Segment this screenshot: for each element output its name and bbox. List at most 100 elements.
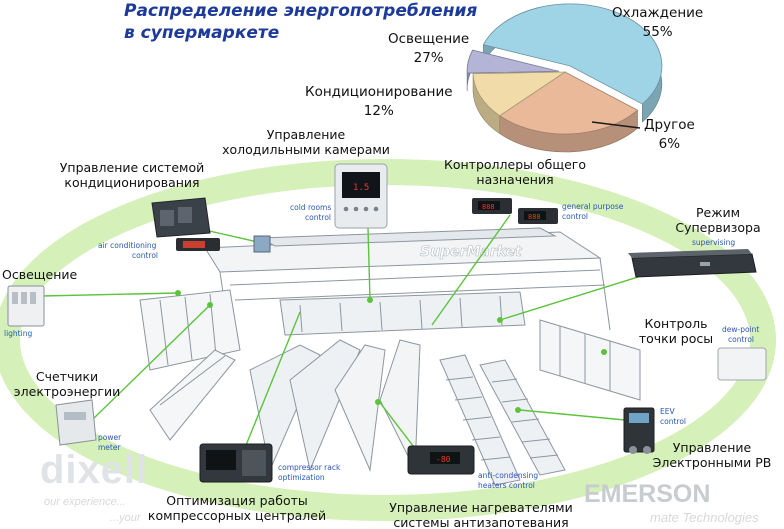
dew-tag-line2: control: [728, 335, 754, 344]
pie-label-other: Другое 6%: [644, 116, 695, 154]
pie-label-ac-value: 12%: [363, 103, 394, 119]
label-supervisor: Режим Супервизора: [660, 205, 776, 235]
label-heaters-line2: системы антизапотевания: [393, 515, 569, 529]
dot-dew: [601, 349, 607, 355]
pie-label-cooling-name: Охлаждение: [612, 5, 704, 21]
heaters-tag-line1: anti-condensing: [478, 471, 538, 480]
label-lighting-line1: Освещение: [2, 267, 78, 282]
pie-pointer-other: [591, 121, 641, 129]
link-supervisor: [499, 276, 639, 321]
svg-text:888: 888: [482, 203, 495, 211]
dew-point-device: [717, 347, 767, 381]
pie-label-lighting-value: 27%: [413, 50, 444, 66]
pie-slice-cooling: [482, 3, 663, 105]
dew-tag-line1: dew-point: [722, 325, 759, 334]
label-energy-meters-line1: Счетчики: [35, 369, 99, 384]
supervising-tag: supervising: [692, 238, 735, 247]
store-sign: SuperMarket: [420, 244, 523, 260]
label-dew-point: Контроль точки росы: [626, 316, 726, 346]
power-tag-line2: meter: [98, 443, 121, 452]
link-eev: [519, 409, 626, 421]
dot-meter: [207, 302, 213, 308]
eev-device: [623, 407, 655, 454]
connection-dots: [175, 290, 607, 413]
compressor-device: [199, 443, 273, 483]
label-cold-rooms-line1: Управление: [266, 127, 346, 142]
label-supervisor-line2: Супервизора: [675, 220, 761, 235]
label-lighting: Освещение: [2, 267, 77, 282]
heaters-device: -80: [407, 445, 475, 475]
label-general-controllers-line2: назначения: [476, 172, 554, 187]
link-lighting: [41, 292, 179, 297]
label-compressor-line1: Оптимизация работы: [166, 493, 308, 508]
diagram-title: Распределение энергопотребления в суперм…: [124, 0, 477, 44]
label-ac-control-line1: Управление системой: [59, 160, 205, 175]
label-dew-point-line2: точки росы: [638, 331, 714, 346]
label-compressor-line2: компрессорных централей: [147, 508, 327, 523]
supervisor-device: [628, 249, 757, 278]
label-ac-control-line2: кондиционирования: [64, 175, 200, 190]
label-heaters: Управление нагревателями системы антизап…: [380, 500, 582, 529]
compressor-tag-line1: compressor rack: [278, 463, 341, 472]
svg-text:888: 888: [528, 213, 541, 221]
label-general-controllers-line1: Контроллеры общего: [443, 157, 587, 172]
label-eev-control-line1: Управление: [672, 440, 752, 455]
label-ac-control: Управление системой кондиционирования: [36, 160, 228, 190]
pie-slice-other: [466, 49, 560, 74]
dixell-logo: dixell: [40, 448, 149, 492]
link-meter: [91, 304, 211, 421]
svg-text:1.5: 1.5: [353, 183, 369, 193]
pie-label-other-name: Другое: [644, 117, 695, 133]
label-energy-meters: Счетчики электроэнергии: [2, 369, 132, 399]
power-tag-line1: power: [98, 433, 122, 442]
label-general-controllers: Контроллеры общего назначения: [430, 157, 600, 187]
dot-eev: [515, 407, 521, 413]
emerson-slogan: mate Technologies: [650, 510, 759, 525]
ac-tag-line1: air conditioning: [98, 241, 157, 250]
pie-label-cooling: Охлаждение 55%: [612, 4, 703, 42]
link-compressor: [239, 311, 301, 461]
power-meter-device: [55, 399, 97, 446]
link-ac: [204, 229, 263, 244]
connector-lines: [41, 214, 639, 461]
cold-rooms-tag-line1: cold rooms: [290, 203, 331, 212]
cold-rooms-tag-line2: control: [305, 213, 331, 222]
label-heaters-line1: Управление нагревателями: [389, 500, 573, 515]
dixell-slogan-2: ...your: [110, 512, 141, 524]
lighting-tag: lighting: [4, 329, 32, 338]
label-compressor: Оптимизация работы компрессорных централ…: [138, 493, 336, 523]
dot-supervisor: [497, 317, 503, 323]
heaters-tag-line2: heaters control: [478, 481, 535, 490]
ac-tag-line2: control: [132, 251, 158, 260]
label-energy-meters-line2: электроэнергии: [13, 384, 121, 399]
dixell-slogan-1: our experience...: [44, 496, 126, 508]
pie-label-lighting-name: Освещение: [388, 31, 470, 47]
label-cold-rooms-line2: холодильными камерами: [222, 142, 390, 157]
dot-lighting: [175, 290, 181, 296]
pie-label-other-value: 6%: [658, 136, 681, 152]
label-cold-rooms: Управление холодильными камерами: [210, 127, 402, 157]
eev-tag-line1: EEV: [660, 407, 675, 416]
general-controller-device: 888 888: [472, 198, 558, 224]
title-line-1: Распределение энергопотребления: [124, 1, 478, 21]
compressor-tag-line2: optimization: [278, 473, 325, 482]
pie-label-ac: Кондиционирование 12%: [305, 83, 453, 121]
emerson-logo: EMERSON: [584, 480, 711, 508]
ac-sensor-device: [253, 235, 271, 253]
ac-controller-device: [151, 197, 220, 251]
pie-tops: [466, 3, 663, 135]
dot-cold-rooms: [367, 297, 373, 303]
dot-heaters: [375, 399, 381, 405]
general-tag-line2: control: [562, 212, 588, 221]
pie-slice-lighting: [499, 71, 639, 135]
pie-label-cooling-value: 55%: [642, 24, 673, 40]
label-eev-control-line2: Электронными РВ: [652, 455, 772, 470]
title-line-2: в супермаркете: [124, 23, 280, 43]
label-dew-point-line1: Контроль: [644, 316, 708, 331]
link-general: [431, 214, 511, 326]
general-tag-line1: general purpose: [562, 202, 624, 211]
pie-label-lighting: Освещение 27%: [388, 30, 469, 68]
cold-rooms-controller-device: 1.5: [334, 163, 388, 229]
